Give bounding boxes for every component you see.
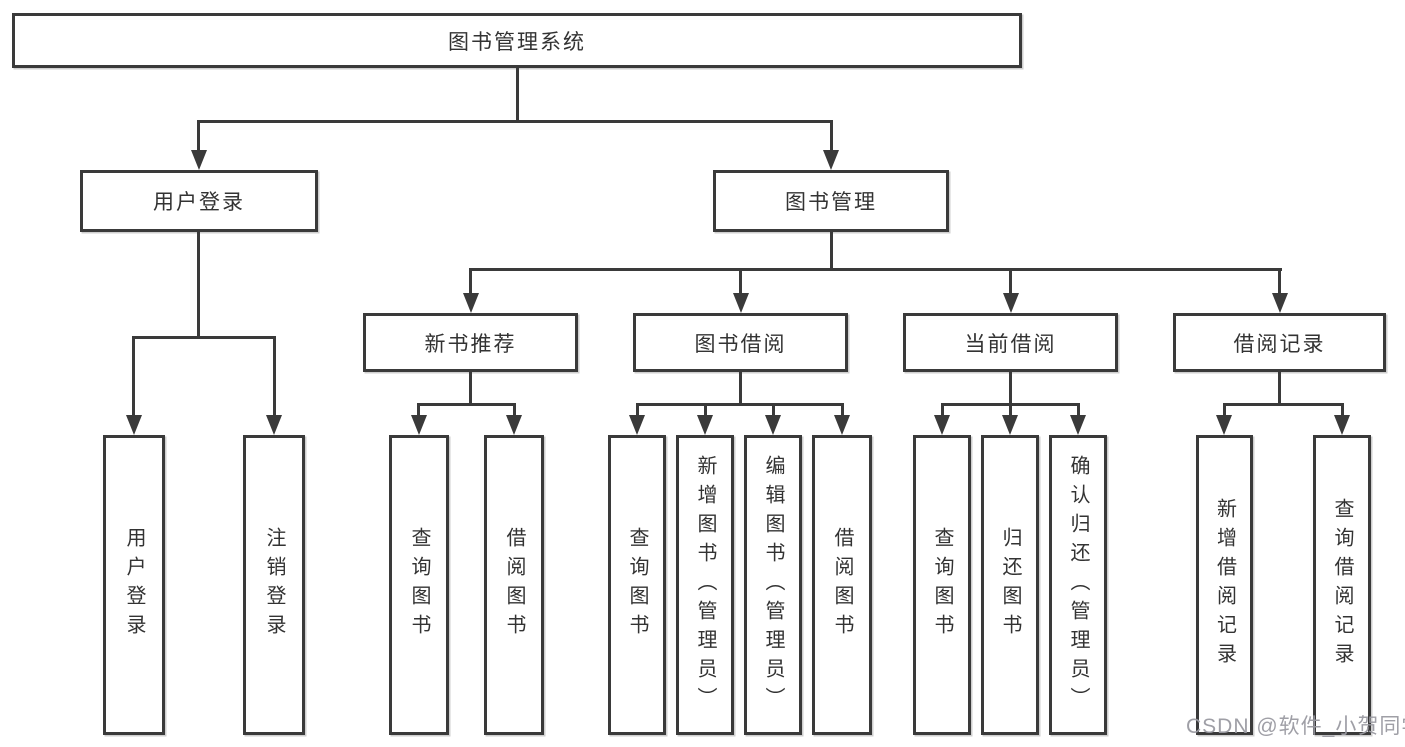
- arrow-down-icon: [697, 415, 713, 435]
- node-library-management-system: 图书管理系统: [12, 13, 1022, 68]
- leaf-query-books-borrow: 查询图书: [608, 435, 666, 735]
- connector-line: [516, 66, 519, 123]
- connector-line: [1077, 403, 1080, 417]
- watermark: CSDN @软件_小贺同学: [1186, 715, 1405, 738]
- leaf-query-books-recommend: 查询图书: [389, 435, 449, 735]
- connector-line: [772, 403, 775, 417]
- node-label: 图书借阅: [694, 332, 787, 356]
- connector-line: [941, 403, 944, 417]
- connector-line: [739, 268, 742, 295]
- node-label: 归还图书: [999, 527, 1021, 643]
- node-label: 新增图书（管理员）: [694, 454, 716, 716]
- connector-line: [197, 231, 200, 339]
- arrow-down-icon: [191, 150, 207, 170]
- connector-line: [1278, 268, 1281, 295]
- connector-line: [1223, 403, 1226, 417]
- node-label: 图书管理: [785, 191, 877, 214]
- connector-line: [1278, 371, 1281, 406]
- connector-line: [197, 120, 200, 153]
- arrow-down-icon: [506, 415, 522, 435]
- arrow-down-icon: [834, 415, 850, 435]
- leaf-query-books-current: 查询图书: [913, 435, 971, 735]
- leaf-return-book: 归还图书: [981, 435, 1039, 735]
- connector-line: [469, 268, 472, 295]
- node-book-management: 图书管理: [713, 170, 949, 232]
- connector-line: [636, 403, 639, 417]
- node-book-borrowing: 图书借阅: [633, 313, 848, 372]
- connector-line: [132, 336, 135, 417]
- connector-line: [636, 403, 844, 406]
- connector-line: [1009, 268, 1012, 295]
- connector-line: [273, 336, 276, 417]
- node-label: 借阅记录: [1233, 332, 1326, 356]
- node-label: 用户登录: [153, 191, 245, 214]
- arrow-down-icon: [1334, 415, 1350, 435]
- leaf-user-login: 用户登录: [103, 435, 165, 735]
- node-label: 新书推荐: [424, 332, 517, 356]
- node-label: 注销登录: [263, 527, 285, 643]
- node-label: 新增借阅记录: [1213, 498, 1236, 672]
- connector-line: [417, 403, 420, 417]
- arrow-down-icon: [463, 293, 479, 313]
- connector-line: [513, 403, 516, 417]
- node-label: 当前借阅: [964, 332, 1057, 356]
- arrow-down-icon: [733, 293, 749, 313]
- arrow-down-icon: [1070, 415, 1086, 435]
- node-label: 编辑图书（管理员）: [762, 454, 784, 716]
- node-label: 查询图书: [626, 527, 648, 643]
- leaf-query-borrow-record: 查询借阅记录: [1313, 435, 1371, 735]
- leaf-add-borrow-record: 新增借阅记录: [1196, 435, 1253, 735]
- connector-line: [830, 231, 833, 271]
- arrow-down-icon: [126, 415, 142, 435]
- leaf-confirm-return-admin: 确认归还（管理员）: [1049, 435, 1107, 735]
- leaf-add-book-admin: 新增图书（管理员）: [676, 435, 734, 735]
- arrow-down-icon: [765, 415, 781, 435]
- leaf-edit-book-admin: 编辑图书（管理员）: [744, 435, 802, 735]
- arrow-down-icon: [823, 150, 839, 170]
- arrow-down-icon: [934, 415, 950, 435]
- connector-line: [1223, 403, 1344, 406]
- arrow-down-icon: [411, 415, 427, 435]
- arrow-down-icon: [1216, 415, 1232, 435]
- arrow-down-icon: [1272, 293, 1288, 313]
- node-current-borrowing: 当前借阅: [903, 313, 1118, 372]
- node-label: 确认归还（管理员）: [1067, 454, 1089, 716]
- connector-line: [469, 371, 472, 406]
- node-label: 用户登录: [123, 527, 145, 643]
- leaf-borrow-books: 借阅图书: [812, 435, 872, 735]
- connector-line: [841, 403, 844, 417]
- connector-line: [417, 403, 516, 406]
- connector-line: [197, 120, 833, 123]
- connector-line: [1009, 403, 1012, 417]
- node-label: 查询图书: [408, 527, 430, 643]
- node-label: 查询图书: [931, 527, 953, 643]
- arrow-down-icon: [1003, 293, 1019, 313]
- node-borrowing-records: 借阅记录: [1173, 313, 1386, 372]
- connector-line: [704, 403, 707, 417]
- connector-line: [469, 268, 1282, 271]
- node-label: 借阅图书: [503, 527, 525, 643]
- leaf-borrow-books-recommend: 借阅图书: [484, 435, 544, 735]
- connector-line: [132, 336, 276, 339]
- arrow-down-icon: [1002, 415, 1018, 435]
- connector-line: [1341, 403, 1344, 417]
- arrow-down-icon: [266, 415, 282, 435]
- connector-line: [739, 371, 742, 406]
- node-label: 借阅图书: [831, 527, 853, 643]
- arrow-down-icon: [629, 415, 645, 435]
- connector-line: [1009, 371, 1012, 406]
- node-user-login: 用户登录: [80, 170, 318, 232]
- node-label: 图书管理系统: [448, 30, 586, 54]
- leaf-logout: 注销登录: [243, 435, 305, 735]
- connector-line: [830, 120, 833, 153]
- node-new-book-recommend: 新书推荐: [363, 313, 578, 372]
- node-label: 查询借阅记录: [1331, 498, 1353, 672]
